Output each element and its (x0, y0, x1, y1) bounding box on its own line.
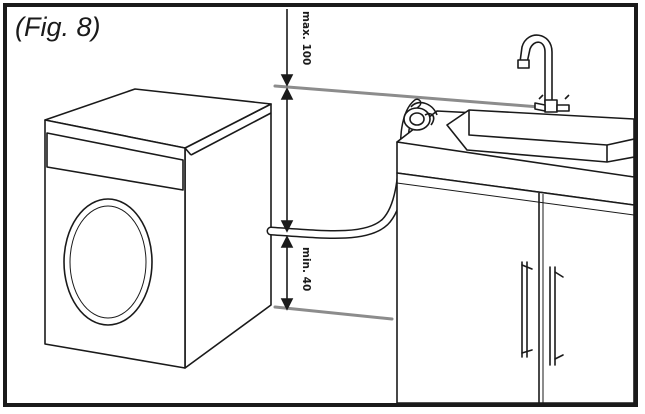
washing-machine (44, 88, 272, 369)
dimension-arrows (280, 9, 294, 311)
left-tap-handle (534, 102, 546, 112)
machine-control-panel (46, 132, 184, 191)
hose-hook (403, 101, 438, 131)
min-arrow-head-bottom (280, 298, 294, 311)
figure-frame: max. 100 min. 40 (Fig. 8) (3, 3, 638, 407)
long-arrow-head-bottom (280, 220, 294, 233)
faucet (517, 34, 570, 113)
machine-door-inner (69, 205, 147, 319)
drain-hose (266, 98, 422, 239)
max-height-reference-line (273, 84, 554, 110)
min-arrow-head-top (280, 235, 294, 248)
cabinet-handles (521, 261, 564, 366)
machine-side-face (184, 103, 272, 369)
sink-cabinet (396, 109, 634, 403)
left-door-handle (521, 261, 533, 358)
figure-label: (Fig. 8) (15, 12, 101, 42)
min-height-reference-line (273, 305, 394, 321)
max-arrow-head (280, 74, 294, 87)
cabinet-front (396, 172, 634, 403)
max-dimension-label: max. 100 (300, 11, 312, 65)
long-arrow-head-top (280, 87, 294, 100)
right-tap-handle (556, 104, 570, 112)
right-door-handle (549, 266, 564, 366)
countertop-front (396, 141, 634, 206)
min-dimension-label: min. 40 (300, 247, 312, 291)
installation-diagram: max. 100 min. 40 (44, 9, 634, 403)
